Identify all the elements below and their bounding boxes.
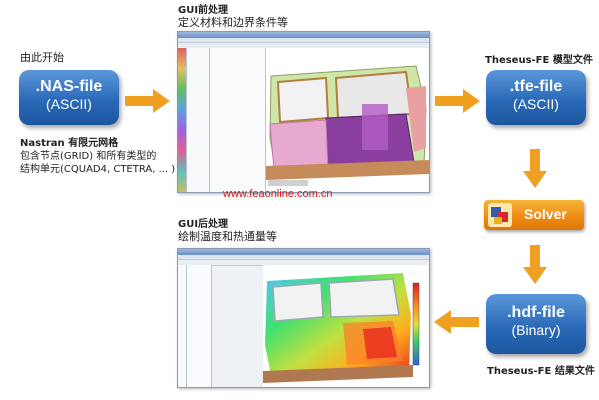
nas-file-subtitle: (ASCII) bbox=[46, 96, 92, 112]
watermark: www.feaonline.com.cn bbox=[223, 188, 333, 200]
hdf-caption: Theseus-FE 结果文件 bbox=[487, 366, 595, 377]
tfe-caption: Theseus-FE 模型文件 bbox=[485, 55, 593, 66]
hdf-file-subtitle: (Binary) bbox=[511, 322, 561, 338]
solver-logo-icon bbox=[488, 203, 512, 227]
nas-file-title: .NAS-file bbox=[35, 78, 103, 95]
tfe-file-title: .tfe-file bbox=[509, 78, 563, 95]
car-model-post-icon bbox=[263, 265, 429, 387]
start-label: 由此开始 bbox=[20, 51, 64, 64]
arrow-down-icon bbox=[523, 245, 547, 284]
solver-block: Solver bbox=[484, 200, 584, 230]
arrow-left-icon bbox=[434, 310, 479, 334]
post-title: GUI后处理 bbox=[178, 219, 229, 230]
arrow-down-icon bbox=[523, 149, 547, 188]
pre-title: GUI前处理 bbox=[178, 5, 229, 16]
nas-file-block: .NAS-file (ASCII) bbox=[19, 70, 119, 125]
post-subtitle: 绘制温度和热通量等 bbox=[178, 230, 277, 243]
nas-caption-bold: Nastran 有限元网格 bbox=[20, 138, 119, 149]
arrow-right-icon bbox=[125, 89, 170, 113]
tfe-file-subtitle: (ASCII) bbox=[513, 96, 559, 112]
hdf-file-title: .hdf-file bbox=[507, 304, 565, 321]
hdf-file-block: .hdf-file (Binary) bbox=[486, 294, 586, 354]
nas-caption-line1: 包含节点(GRID) 和所有类型的 bbox=[20, 151, 157, 162]
tfe-file-block: .tfe-file (ASCII) bbox=[486, 70, 586, 125]
arrow-right-icon bbox=[435, 89, 480, 113]
car-model-pre-icon bbox=[266, 48, 429, 192]
nas-caption-line2: 结构单元(CQUAD4, CTETRA, ... ) bbox=[20, 164, 176, 175]
solver-label: Solver bbox=[524, 206, 567, 222]
pre-subtitle: 定义材料和边界条件等 bbox=[178, 16, 288, 29]
post-processing-screenshot bbox=[177, 248, 430, 388]
pre-processing-screenshot bbox=[177, 31, 430, 193]
